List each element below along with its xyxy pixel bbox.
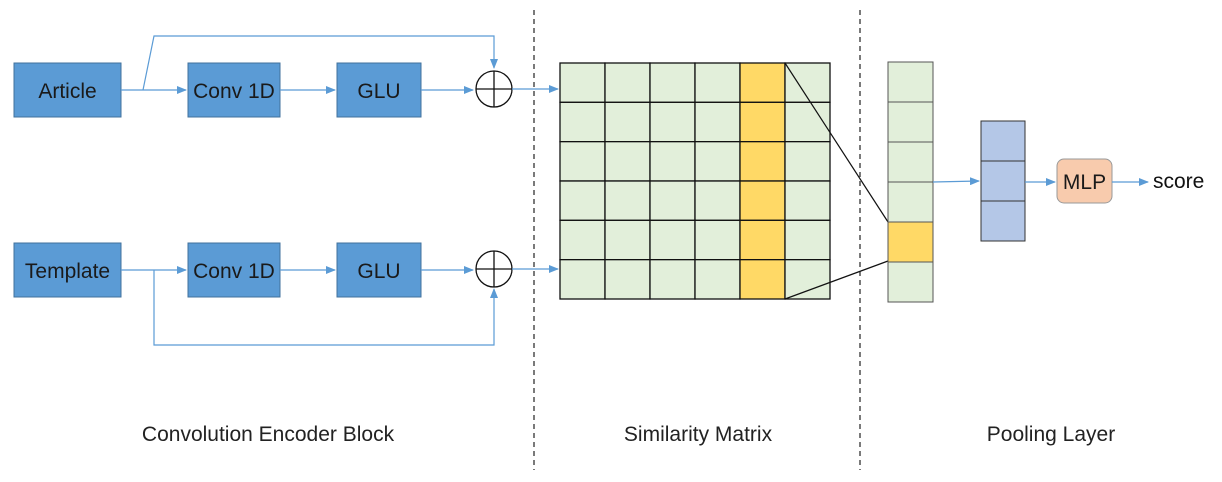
pooling-vector [887, 61, 934, 303]
matrix-cell [694, 259, 741, 300]
similarity-matrix [559, 62, 831, 300]
residual-skip-top [142, 35, 498, 91]
pooling-vector-cell [887, 221, 934, 263]
matrix-cell [604, 101, 651, 143]
pooled-vector [980, 120, 1026, 242]
matrix-cell [649, 101, 696, 143]
matrix-cell [604, 219, 651, 261]
pooled-vector-cell [980, 120, 1026, 162]
glu-top-box [336, 62, 422, 118]
matrix-cell [649, 259, 696, 300]
matrix-cell [649, 219, 696, 261]
matrix-cell [694, 180, 741, 221]
encoder-caption: Convolution Encoder Block [142, 423, 395, 446]
conv1d-top-box [187, 62, 281, 118]
matrix-cell [739, 180, 786, 221]
matrix-cell [739, 219, 786, 261]
add-circle-bottom-icon [475, 250, 513, 288]
conv1d-bottom-box [187, 242, 281, 298]
conv1d-top-label: Conv 1D [193, 80, 275, 103]
projection-line-top [784, 62, 889, 223]
pooling-vector-cell [887, 181, 934, 223]
mlp-box [1056, 158, 1113, 204]
matrix-cell [559, 62, 606, 103]
matrix-cell [559, 141, 606, 182]
matrix-cell [784, 101, 831, 143]
matrix-cell [604, 62, 651, 103]
add-circle-top-icon [475, 70, 513, 108]
score-label: score [1153, 170, 1204, 193]
matrix-cell [694, 141, 741, 182]
conv1d-bottom-label: Conv 1D [193, 260, 275, 283]
pooling-vector-cell [887, 141, 934, 183]
matrix-cell [649, 141, 696, 182]
glu-bottom-box [336, 242, 422, 298]
matrix-cell [784, 62, 831, 103]
pooled-vector-cell [980, 200, 1026, 242]
matrix-cell [559, 180, 606, 221]
matrix-cell [604, 141, 651, 182]
matrix-cell [784, 141, 831, 182]
matrix-cell [694, 219, 741, 261]
matrix-cell [784, 259, 831, 300]
matrix-cell [559, 259, 606, 300]
matrix-cell [739, 259, 786, 300]
matrix-cell [559, 219, 606, 261]
similarity-caption: Similarity Matrix [624, 423, 773, 446]
encoder-top-branch: Article Conv 1D GLU [13, 35, 559, 118]
glu-top-label: GLU [357, 80, 400, 103]
residual-skip-bottom [153, 270, 498, 346]
matrix-cell [694, 101, 741, 143]
projection-line-bottom [784, 260, 889, 300]
encoder-bottom-branch: Template Conv 1D GLU [13, 242, 559, 346]
mlp-label: MLP [1063, 171, 1106, 194]
matrix-cell [784, 219, 831, 261]
pooling-vector-cell [887, 101, 934, 143]
pooling-vector-cell [887, 61, 934, 103]
matrix-cell [739, 141, 786, 182]
template-box [13, 242, 122, 298]
matrix-cell [694, 62, 741, 103]
pooled-vector-cell [980, 160, 1026, 202]
matrix-cell [784, 180, 831, 221]
matrix-cell [559, 101, 606, 143]
template-label: Template [25, 260, 110, 283]
arrow-vector-to-pooled [932, 177, 980, 186]
matrix-cell [739, 101, 786, 143]
matrix-cell [739, 62, 786, 103]
matrix-cell [604, 180, 651, 221]
matrix-cell [649, 62, 696, 103]
pooling-vector-cell [887, 261, 934, 303]
matrix-cell [649, 180, 696, 221]
article-box [13, 62, 122, 118]
article-label: Article [38, 80, 96, 103]
glu-bottom-label: GLU [357, 260, 400, 283]
matrix-cell [604, 259, 651, 300]
pooling-caption: Pooling Layer [987, 423, 1115, 446]
